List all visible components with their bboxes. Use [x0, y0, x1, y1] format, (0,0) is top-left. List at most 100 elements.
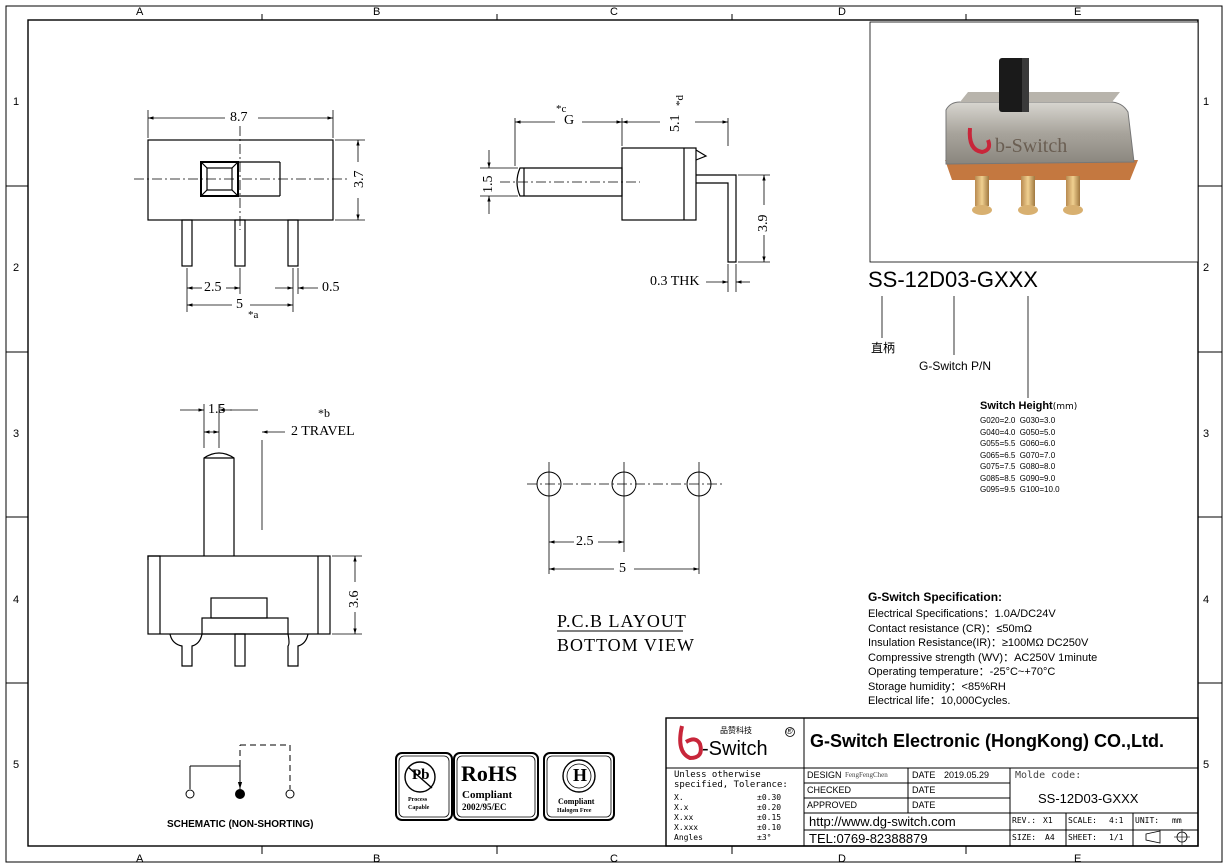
tolerance-value: ±3°: [757, 833, 772, 842]
front-view: [147, 404, 362, 667]
company-url[interactable]: http://www.dg-switch.com: [809, 814, 956, 829]
sheet-frame: [5, 5, 1223, 863]
part-number: SS-12D03-GXXX: [868, 267, 1038, 292]
col-label-e: E: [1074, 6, 1082, 18]
row-label-3-right: 3: [1203, 428, 1210, 440]
row-label-5: 5: [13, 759, 20, 771]
height-row: G020=2.0 G030=3.0: [980, 416, 1056, 425]
dim-pcb-span: 5: [619, 561, 626, 576]
tolerance-value: ±0.10: [757, 823, 782, 832]
dim-lever-diameter: 1.5: [481, 175, 496, 194]
col-label-e-bottom: E: [1074, 853, 1082, 865]
tolerance-title-2: specified, Tolerance:: [674, 780, 788, 790]
spec-line: Contact resistance (CR)：≤50mΩ: [868, 622, 1033, 635]
design-date: 2019.05.29: [944, 770, 990, 780]
design-date-label: DATE: [912, 770, 936, 780]
height-row: G075=7.5 G080=8.0: [980, 462, 1056, 471]
tolerance-labels: X. X.x X.xx X.xxx Angles: [674, 793, 703, 843]
height-row: G065=6.5 G070=7.0: [980, 450, 1056, 460]
pb-badge-sub2: Capable: [408, 805, 430, 811]
model-label: Molde code:: [1015, 770, 1082, 781]
design-name: FengFengChen: [845, 771, 888, 779]
company-tel: TEL:0769-82388879: [809, 831, 928, 846]
rev-label: REV.:: [1012, 816, 1037, 825]
pcb-layout: [527, 462, 722, 632]
height-row: G085=8.5 G090=9.0: [980, 473, 1056, 483]
dim-pin-span: 5: [236, 297, 243, 312]
height-row: G055=5.5 G060=6.0: [980, 439, 1056, 448]
spec-line: Electrical life：10,000Cycles.: [868, 695, 1011, 707]
model-value: SS-12D03-GXXX: [1038, 791, 1139, 806]
row-label-1: 1: [13, 96, 20, 108]
dim-pin-height: 3.9: [756, 214, 771, 233]
halogen-badge-sub1: Compliant: [558, 797, 595, 806]
compliance-badges: [395, 752, 615, 821]
registered-mark: ®: [786, 726, 793, 736]
company-name: G-Switch Electronic (HongKong) CO.,Ltd.: [810, 731, 1164, 751]
label-pn: G-Switch P/N: [919, 359, 992, 373]
row-label-1-right: 1: [1203, 96, 1210, 108]
tolerance-label: X.: [674, 793, 684, 802]
dim-pcb-pitch: 2.5: [576, 534, 594, 549]
product-photo: [869, 21, 1199, 263]
tolerance-label: X.x: [674, 803, 689, 812]
scale-label: SCALE:: [1068, 816, 1097, 825]
col-label-d: D: [838, 6, 846, 18]
dim-front-height: 3.6: [347, 590, 362, 609]
title-block-grid: [665, 717, 1199, 847]
row-label-5-right: 5: [1203, 759, 1210, 771]
col-label-b-bottom: B: [373, 853, 381, 865]
row-label-4-right: 4: [1203, 594, 1210, 606]
note-a: *a: [248, 309, 259, 321]
rohs-badge-text: RoHS: [461, 761, 518, 786]
note-b: *b: [318, 406, 330, 420]
height-row: G040=4.0 G050=5.0: [980, 427, 1056, 437]
tolerance-title-1: Unless otherwise: [674, 770, 761, 780]
checked-label: CHECKED: [807, 785, 852, 795]
tolerance-value: ±0.15: [757, 813, 782, 822]
approved-label: APPROVED: [807, 800, 858, 810]
pb-badge-sub1: Process: [408, 797, 428, 803]
col-label-a: A: [136, 6, 144, 18]
dim-lever-length: G: [564, 113, 575, 128]
spec-title: G-Switch Specification:: [868, 590, 1003, 604]
schematic-label: SCHEMATIC (NON-SHORTING): [167, 819, 314, 830]
tolerance-value: ±0.30: [757, 793, 782, 802]
tolerance-values: ±0.30 ±0.20 ±0.15 ±0.10 ±3°: [757, 793, 781, 843]
spec-line: Operating temperature：-25°C~+70°C: [868, 666, 1056, 678]
size-label: SIZE:: [1012, 833, 1037, 842]
row-label-4: 4: [13, 594, 20, 606]
design-label: DESIGN: [807, 770, 842, 780]
dim-pin-pitch: 2.5: [204, 280, 222, 295]
tolerance-label: X.xx: [674, 813, 694, 822]
schematic: [185, 744, 295, 799]
sheet-value: 1/1: [1109, 833, 1124, 842]
col-label-b: B: [373, 6, 381, 18]
row-label-2: 2: [13, 262, 20, 274]
dim-body-length: 5.1: [668, 114, 683, 133]
logo-text: -Switch: [702, 738, 768, 760]
col-label-a-bottom: A: [136, 853, 144, 865]
tolerance-value: ±0.20: [757, 803, 782, 812]
scale-value: 4:1: [1109, 816, 1124, 825]
top-view: [134, 110, 365, 312]
approved-date-label: DATE: [912, 800, 936, 810]
note-c: *c: [556, 103, 567, 115]
halogen-badge-sub2: Halogen Free: [557, 808, 592, 814]
height-table: G020=2.0 G030=3.0 G040=4.0 G050=5.0 G055…: [980, 416, 1060, 497]
rohs-badge-sub2: 2002/95/EC: [462, 802, 507, 812]
tolerance-label: Angles: [674, 833, 703, 842]
spec-line: Insulation Resistance(IR)：≥100MΩ DC250V: [868, 637, 1089, 649]
dim-width: 8.7: [230, 110, 248, 125]
row-label-2-right: 2: [1203, 262, 1210, 274]
height-row: G095=9.5 G100=10.0: [980, 485, 1060, 494]
part-number-leaders: [881, 296, 1029, 398]
side-view: [480, 118, 770, 292]
spec-line: Compressive strength (WV)：AC250V 1minute: [868, 651, 1098, 664]
halogen-badge-text: H: [573, 765, 588, 785]
dim-pin-width: 0.5: [322, 280, 340, 295]
pcb-title: P.C.B LAYOUT: [557, 611, 687, 631]
spec-line: Storage humidity：<85%RH: [868, 680, 1006, 693]
